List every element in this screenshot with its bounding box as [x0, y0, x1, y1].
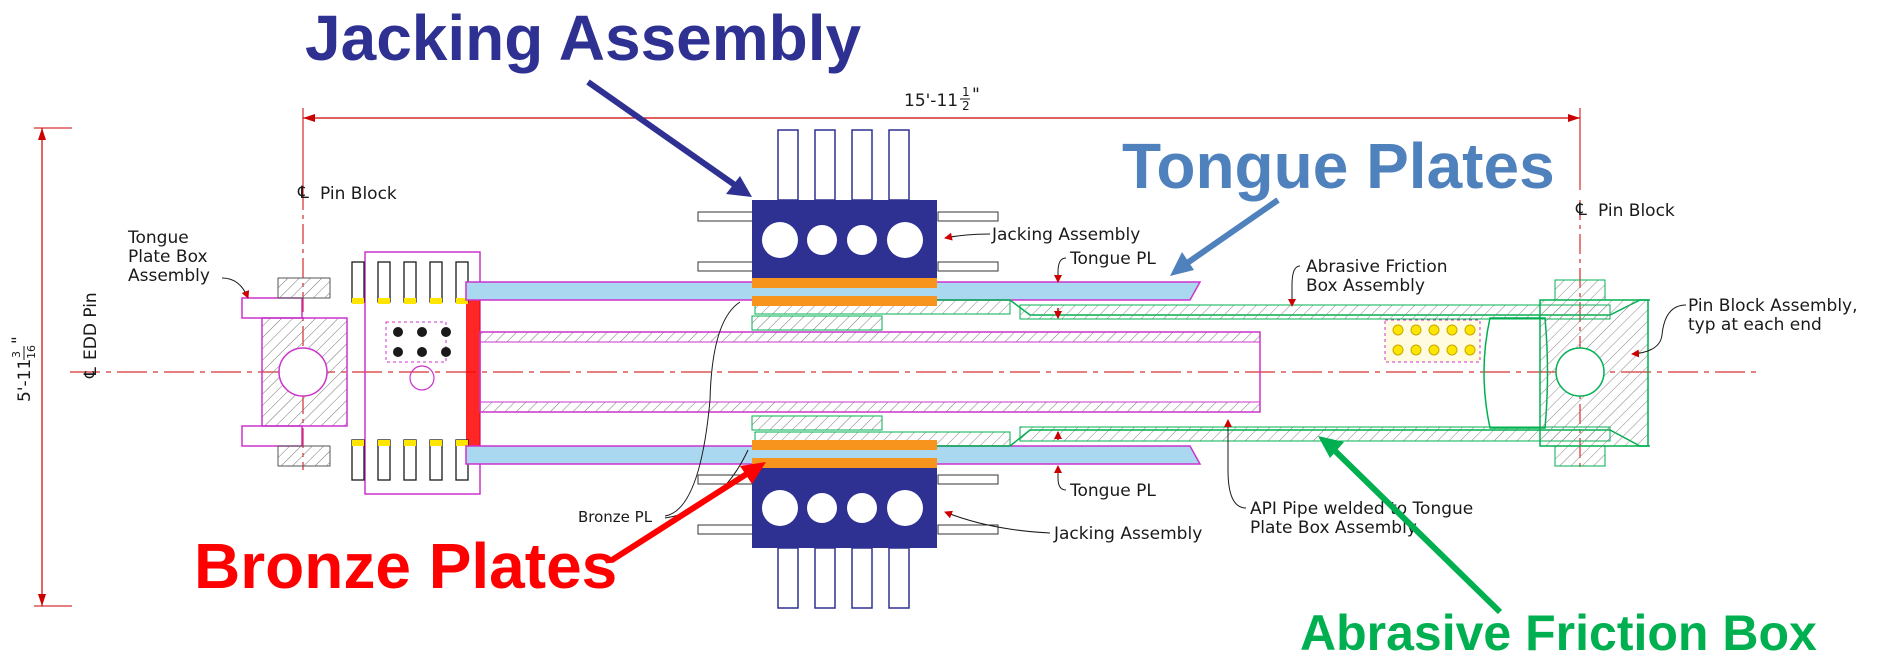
pin-block-right-label: Pin Block	[1598, 201, 1675, 221]
pin-block-asm-label-2: typ at each end	[1688, 315, 1822, 335]
callout-abrasive: Abrasive Friction Box	[1300, 436, 1817, 657]
abrasive-label-1: Abrasive Friction	[1306, 257, 1448, 277]
edd-pin-label: EDD Pin	[81, 292, 101, 360]
overall-length-inch: "	[972, 85, 980, 105]
centerline-symbol-left: ℄	[297, 183, 309, 203]
tongue-plate-box	[364, 251, 1261, 495]
callout-bronze-text: Bronze Plates	[194, 530, 617, 602]
callout-jacking: Jacking Assembly	[305, 2, 862, 197]
tongue-pl-bottom-label: Tongue PL	[1069, 481, 1156, 501]
callout-tongue: Tongue Plates	[1122, 130, 1555, 276]
api-pipe-label-1: API Pipe welded to Tongue	[1250, 499, 1473, 519]
api-pipe-label-2: Plate Box Assembly	[1250, 518, 1417, 538]
abrasive-label-2: Box Assembly	[1306, 276, 1425, 296]
centerline-symbol-right: ℄	[1575, 200, 1587, 220]
height-frac-den: 16	[25, 345, 38, 359]
right-pin-block	[1539, 279, 1649, 467]
tongue-box-label-1: Tongue	[127, 228, 189, 248]
tongue-box-label-2: Plate Box	[128, 247, 208, 267]
centerline-symbol-edd: ℄	[81, 367, 101, 379]
overall-length-frac-num: 1	[962, 85, 970, 99]
height-frac-num: 3	[10, 351, 23, 358]
tongue-box-studs	[351, 261, 469, 481]
callout-jacking-text: Jacking Assembly	[305, 2, 862, 74]
tongue-pl-top-label: Tongue PL	[1069, 249, 1156, 269]
bronze-pl-label: Bronze PL	[578, 508, 653, 526]
left-pin-block	[241, 277, 348, 467]
jacking-top-label: Jacking Assembly	[991, 225, 1140, 245]
tongue-plates	[465, 281, 1202, 465]
callout-bronze: Bronze Plates	[194, 462, 766, 602]
height-text: 5'-11	[15, 359, 35, 402]
pin-block-asm-label-1: Pin Block Assembly,	[1688, 296, 1858, 316]
callout-abrasive-text: Abrasive Friction Box	[1300, 605, 1817, 657]
height-inch: "	[9, 336, 29, 344]
tongue-box-label-3: Assembly	[128, 266, 210, 286]
abrasive-friction-box-drawing	[754, 299, 1650, 447]
jacking-assembly-drawing	[697, 129, 999, 609]
dimension-overall-length: 15'-11 1 2 "	[302, 85, 1581, 190]
jacking-bottom-label: Jacking Assembly	[1053, 524, 1202, 544]
pin-block-left-label: Pin Block	[320, 184, 397, 204]
overall-length-text: 15'-11	[904, 91, 958, 111]
dimension-height: 5'-11 3 16 "	[9, 127, 72, 607]
overall-length-frac-den: 2	[962, 99, 970, 113]
callout-tongue-text: Tongue Plates	[1122, 130, 1555, 202]
